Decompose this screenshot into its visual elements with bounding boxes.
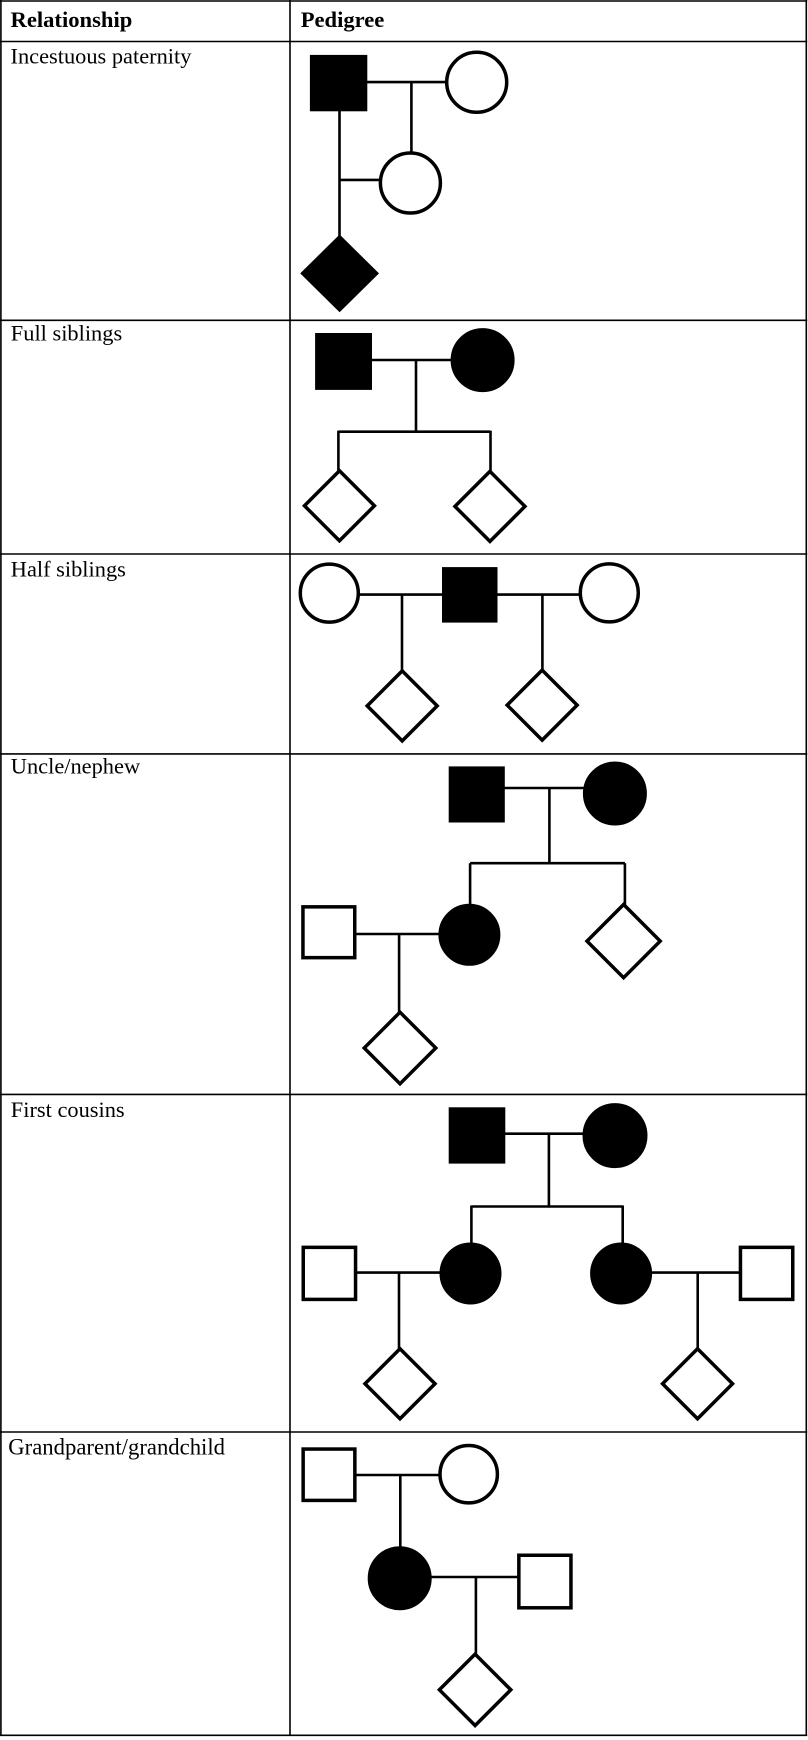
- svg-text:First cousins: First cousins: [11, 1097, 125, 1122]
- svg-text:Pedigree: Pedigree: [301, 7, 385, 32]
- svg-text:Uncle/nephew: Uncle/nephew: [11, 754, 141, 779]
- svg-text:Grandparent/grandchild: Grandparent/grandchild: [8, 1434, 225, 1459]
- svg-text:Full siblings: Full siblings: [11, 321, 122, 346]
- svg-text:Incestuous paternity: Incestuous paternity: [11, 44, 193, 69]
- svg-text:Half siblings: Half siblings: [11, 556, 126, 581]
- svg-text:Relationship: Relationship: [11, 7, 133, 32]
